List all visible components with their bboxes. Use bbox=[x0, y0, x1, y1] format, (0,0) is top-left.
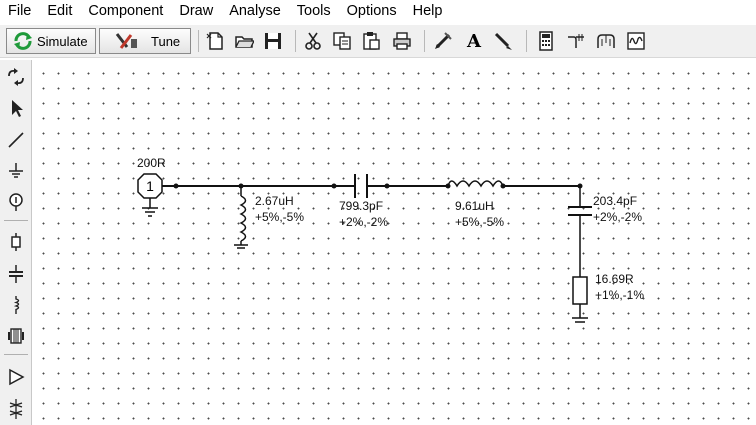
shunt-inductor-l1[interactable] bbox=[234, 186, 248, 249]
junction-node bbox=[384, 183, 390, 189]
l2-value-label: 9.61uH bbox=[455, 199, 494, 213]
menu-tools[interactable]: Tools bbox=[296, 3, 331, 19]
junction-node bbox=[173, 183, 179, 189]
resistor-icon[interactable] bbox=[5, 231, 27, 253]
edit-pen-icon[interactable] bbox=[432, 30, 454, 52]
text-tool-glyph: A bbox=[467, 30, 481, 52]
c2-tolerance-label: +2%,-2% bbox=[593, 210, 642, 224]
palette-separator bbox=[4, 220, 28, 221]
filter-bandpass-icon[interactable] bbox=[595, 30, 617, 52]
tune-button[interactable]: Tune bbox=[99, 28, 191, 54]
save-disk-icon[interactable] bbox=[262, 30, 284, 52]
tune-wrench-icon bbox=[115, 33, 137, 49]
open-folder-icon[interactable] bbox=[233, 30, 255, 52]
toolbar-separator bbox=[295, 30, 296, 52]
l1-tolerance-label: +5%,-5% bbox=[255, 210, 304, 224]
refresh-icon bbox=[14, 32, 32, 50]
menu-component[interactable]: Component bbox=[88, 3, 164, 19]
paste-icon[interactable] bbox=[360, 30, 382, 52]
waveform-icon[interactable] bbox=[625, 30, 647, 52]
l2-tolerance-label: +5%,-5% bbox=[455, 215, 504, 229]
menu-file[interactable]: File bbox=[8, 3, 32, 19]
rotate-icon[interactable] bbox=[5, 66, 27, 88]
c1-value-label: 799.3pF bbox=[339, 199, 383, 213]
source-impedance-label: 200R bbox=[137, 156, 166, 170]
series-capacitor-c1[interactable] bbox=[354, 174, 368, 198]
menu-edit[interactable]: Edit bbox=[47, 3, 73, 19]
select-arrow-icon[interactable] bbox=[5, 97, 27, 119]
simulate-button[interactable]: Simulate bbox=[6, 28, 96, 54]
transformer-icon[interactable] bbox=[5, 325, 27, 347]
menu-options[interactable]: Options bbox=[346, 3, 397, 19]
menu-bar: File Edit Component Draw Analyse Tools O… bbox=[0, 0, 756, 22]
simulate-label: Simulate bbox=[37, 33, 88, 49]
calculator-icon[interactable] bbox=[535, 30, 557, 52]
toolbar-separator bbox=[526, 30, 527, 52]
schematic-drawing: 1 200R 2.67uH +5%,-5% 799.3pF bbox=[137, 156, 644, 323]
amplifier-icon[interactable] bbox=[5, 366, 27, 388]
text-tool-icon[interactable]: A bbox=[463, 30, 485, 52]
component-palette bbox=[0, 60, 32, 425]
toolbar-separator bbox=[424, 30, 425, 52]
junction-node bbox=[331, 183, 337, 189]
filter-lowpass-icon[interactable] bbox=[565, 30, 587, 52]
shunt-capacitor-c2[interactable] bbox=[568, 186, 592, 277]
source-port[interactable]: 1 bbox=[137, 173, 163, 217]
c2-value-label: 203.4pF bbox=[593, 194, 637, 208]
r1-value-label: 16.69R bbox=[595, 272, 634, 286]
source-port-symbol: 1 bbox=[146, 178, 154, 194]
r1-tolerance-label: +1%,-1% bbox=[595, 288, 644, 302]
copy-icon[interactable] bbox=[331, 30, 353, 52]
series-inductor-l2[interactable] bbox=[447, 180, 504, 188]
inductor-icon[interactable] bbox=[5, 294, 27, 316]
capacitor-icon[interactable] bbox=[5, 263, 27, 285]
main-toolbar: Simulate Tune A bbox=[0, 25, 756, 58]
draw-line-icon[interactable] bbox=[492, 30, 514, 52]
schematic-canvas[interactable]: 1 200R 2.67uH +5%,-5% 799.3pF bbox=[33, 60, 756, 425]
port-source-icon[interactable] bbox=[5, 191, 27, 213]
c1-tolerance-label: +2%,-2% bbox=[339, 215, 388, 229]
tune-label: Tune bbox=[151, 33, 181, 49]
menu-analyse[interactable]: Analyse bbox=[229, 3, 281, 19]
new-file-icon[interactable] bbox=[204, 30, 226, 52]
resistor-r1[interactable] bbox=[572, 276, 588, 323]
ground-icon[interactable] bbox=[5, 160, 27, 182]
wire-tool-icon[interactable] bbox=[5, 129, 27, 151]
menu-draw[interactable]: Draw bbox=[179, 3, 214, 19]
crystal-icon[interactable] bbox=[5, 398, 27, 420]
print-icon[interactable] bbox=[391, 30, 413, 52]
menu-help[interactable]: Help bbox=[412, 3, 443, 19]
toolbar-separator bbox=[198, 30, 199, 52]
l1-value-label: 2.67uH bbox=[255, 194, 294, 208]
palette-separator bbox=[4, 354, 28, 355]
cut-scissors-icon[interactable] bbox=[302, 30, 324, 52]
